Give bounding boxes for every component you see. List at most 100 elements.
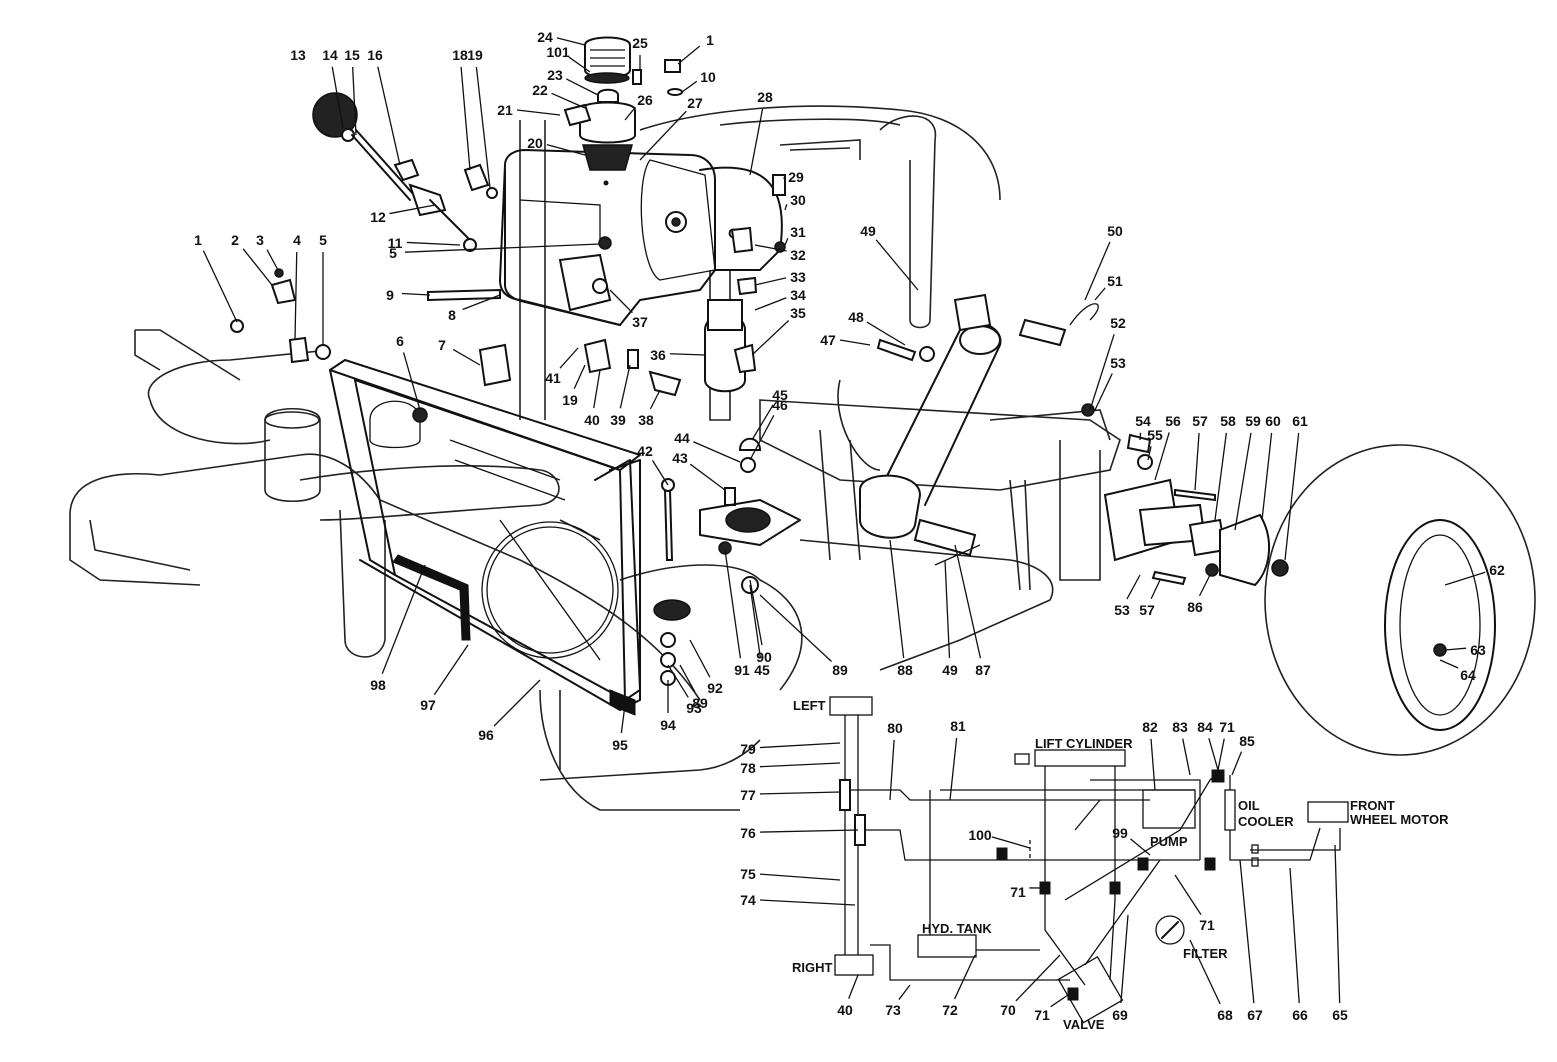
leader-line — [556, 37, 586, 46]
part-number-callout: 7 — [438, 337, 446, 353]
leader-line — [377, 66, 401, 166]
part-number-callout: 86 — [1187, 599, 1203, 615]
leader-line — [749, 414, 775, 461]
part-number-callout: 95 — [612, 737, 628, 753]
leader-line — [1126, 574, 1141, 600]
part-number-callout: 97 — [420, 697, 436, 713]
part-number-callout: 28 — [757, 89, 773, 105]
part-number-callout: 76 — [740, 825, 756, 841]
part-number-callout: 96 — [478, 727, 494, 743]
leader-line — [1089, 334, 1115, 411]
leader-line — [1194, 432, 1200, 491]
leader-line — [1094, 373, 1113, 411]
leader-line — [667, 664, 689, 698]
leader-line — [754, 297, 787, 311]
part-number-callout: 91 — [734, 662, 750, 678]
part-number-callout: 74 — [740, 892, 756, 908]
leader-line — [619, 364, 631, 409]
part-number-callout: 30 — [790, 192, 806, 208]
leader-line — [516, 109, 561, 116]
leader-line — [452, 348, 481, 366]
part-number-callout: 57 — [1192, 413, 1208, 429]
part-number-callout: 45 — [772, 387, 788, 403]
part-number-callout: 51 — [1107, 273, 1123, 289]
part-number-callout: 16 — [367, 47, 383, 63]
part-number-callout: 71 — [1034, 1007, 1050, 1023]
part-number-callout: 81 — [950, 718, 966, 734]
part-number-callout: 27 — [687, 95, 703, 111]
leader-line — [754, 244, 787, 252]
part-number-callout: 26 — [637, 92, 653, 108]
part-number-callout: 5 — [319, 232, 327, 248]
leader-line — [669, 353, 706, 356]
part-number-callout: 57 — [1139, 602, 1155, 618]
part-number-callout: 85 — [1239, 733, 1255, 749]
leader-line — [751, 404, 774, 441]
chassis-frame — [69, 105, 1121, 811]
part-number-callout: 8 — [448, 307, 456, 323]
part-number-callout: 56 — [1165, 413, 1181, 429]
part-number-callout: 18 — [452, 47, 468, 63]
part-number-callout: 29 — [788, 169, 804, 185]
part-number-callout: 87 — [975, 662, 991, 678]
fittings — [230, 59, 801, 686]
label-right: RIGHT — [792, 960, 833, 975]
part-number-callout: 55 — [1147, 427, 1163, 443]
leader-line — [1198, 574, 1211, 597]
leader-lines — [202, 37, 1486, 1008]
leader-line — [546, 144, 586, 156]
leader-line — [609, 289, 633, 314]
leader-line — [573, 364, 586, 390]
part-number-callout: 1 — [706, 32, 714, 48]
leader-line — [1120, 914, 1129, 1004]
filter-circle — [1155, 915, 1185, 945]
leader-line — [751, 320, 790, 356]
part-number-callout: 2 — [231, 232, 239, 248]
leader-line — [679, 664, 696, 693]
part-number-callout: 21 — [497, 102, 513, 118]
leader-line — [1174, 874, 1202, 915]
leader-line — [759, 829, 859, 833]
oil-cooler-box — [1224, 789, 1236, 831]
label-lift-cylinder: LIFT CYLINDER — [1035, 736, 1133, 751]
leader-line — [493, 679, 541, 727]
lift-cylinder — [859, 293, 1099, 566]
part-number-callout: 62 — [1489, 562, 1505, 578]
leader-line — [784, 204, 788, 211]
breather-cap-assembly — [563, 36, 636, 186]
part-number-callout: 46 — [772, 397, 788, 413]
right-motor-box — [834, 954, 874, 976]
part-number-callout: 33 — [790, 269, 806, 285]
part-number-callout: 41 — [545, 370, 561, 386]
hydraulic-schematic — [829, 696, 1349, 1024]
part-number-callout: 53 — [1114, 602, 1130, 618]
lift-cylinder-box — [1034, 749, 1126, 767]
label-cooler: COOLER — [1238, 814, 1294, 829]
part-number-callout: 75 — [740, 866, 756, 882]
leader-line — [389, 204, 436, 215]
leader-line — [1189, 939, 1221, 1005]
leader-line — [759, 791, 841, 795]
part-number-callout: 63 — [1470, 642, 1486, 658]
part-number-callout: 92 — [707, 680, 723, 696]
leader-line — [1239, 859, 1255, 1004]
leader-line — [1015, 954, 1061, 1002]
leader-line — [875, 239, 919, 291]
part-number-callout: 9 — [386, 287, 394, 303]
leader-line — [404, 243, 601, 253]
leader-line — [620, 704, 626, 734]
leader-line — [242, 248, 273, 286]
leader-line — [351, 66, 357, 136]
leader-line — [677, 45, 701, 65]
leader-line — [949, 737, 958, 801]
leader-line — [693, 441, 741, 463]
leader-line — [759, 873, 841, 881]
part-number-callout: 77 — [740, 787, 756, 803]
leader-line — [649, 389, 661, 410]
part-number-callout: 23 — [547, 67, 563, 83]
part-number-callout: 79 — [740, 741, 756, 757]
part-number-callout: 49 — [860, 223, 876, 239]
part-number-callout: 47 — [820, 332, 836, 348]
part-number-callout: 50 — [1107, 223, 1123, 239]
